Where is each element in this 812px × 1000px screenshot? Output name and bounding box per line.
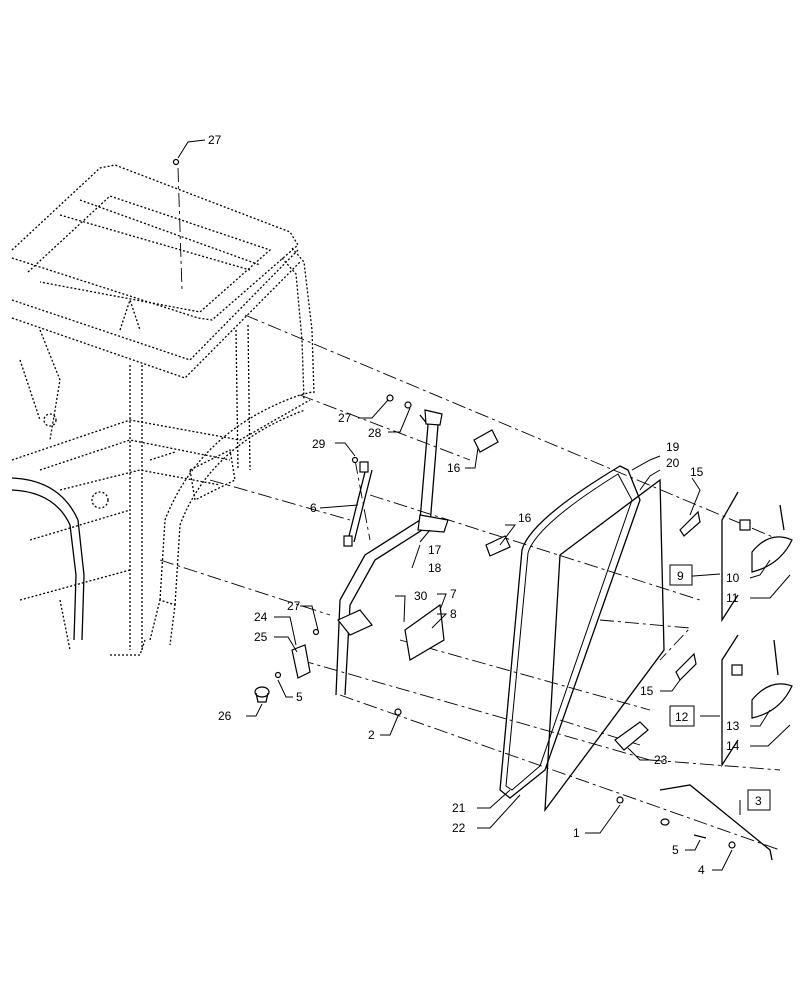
hinge-bracket-24-25 xyxy=(291,644,311,679)
pad-15-upper xyxy=(679,510,701,537)
callout-20: 20 xyxy=(666,456,680,470)
assembly-center-lines xyxy=(159,167,781,851)
callout-29: 29 xyxy=(312,437,326,451)
door-rod-assembly xyxy=(335,409,449,696)
callout-box-3 xyxy=(747,789,771,811)
callout-5-right: 5 xyxy=(672,843,679,857)
callout-7: 7 xyxy=(450,587,457,601)
fasteners xyxy=(172,158,412,716)
callout-28: 28 xyxy=(368,426,382,440)
handle-assembly-12 xyxy=(721,634,793,768)
callout-13: 13 xyxy=(726,719,740,733)
callout-box-9 xyxy=(669,564,693,586)
callout-14: 14 xyxy=(726,739,740,753)
callout-2: 2 xyxy=(368,728,375,742)
leader-lines xyxy=(177,139,791,871)
callout-17: 17 xyxy=(428,543,442,557)
callout-27-mid: 27 xyxy=(338,411,352,425)
bracket-part-16-lower xyxy=(485,535,511,557)
callout-box-12 xyxy=(669,705,695,727)
callout-9: 9 xyxy=(677,569,684,583)
callout-16-upper: 16 xyxy=(447,461,461,475)
callout-27-top: 27 xyxy=(208,133,222,147)
callout-4: 4 xyxy=(698,863,705,877)
callout-22: 22 xyxy=(452,821,466,835)
callout-6: 6 xyxy=(310,501,317,515)
door-glass-seal xyxy=(499,465,641,799)
handle-assembly-9 xyxy=(721,491,793,623)
knob-26 xyxy=(254,686,270,703)
callout-3: 3 xyxy=(755,794,762,808)
callout-19: 19 xyxy=(666,440,680,454)
callout-labels: 27 27 28 29 6 16 16 19 20 15 17 18 9 10 … xyxy=(208,133,762,877)
callout-23: 23 xyxy=(654,753,668,767)
callout-26: 26 xyxy=(218,709,232,723)
callout-16-lower: 16 xyxy=(518,511,532,525)
callout-30: 30 xyxy=(414,589,428,603)
callout-11: 11 xyxy=(726,591,739,605)
callout-21: 21 xyxy=(452,801,466,815)
handle-23 xyxy=(614,721,649,751)
callout-18: 18 xyxy=(428,561,442,575)
callout-15-upper: 15 xyxy=(690,465,704,479)
latch-bracket-7-8 xyxy=(404,603,445,661)
callout-24: 24 xyxy=(254,610,268,624)
cab-frame xyxy=(11,164,315,656)
callout-8: 8 xyxy=(450,607,457,621)
callout-15-lower: 15 xyxy=(640,684,654,698)
pad-15-lower xyxy=(675,652,697,682)
callout-10: 10 xyxy=(726,571,740,585)
callout-27-lower: 27 xyxy=(287,599,301,613)
gas-strut xyxy=(343,461,373,547)
hardware-stack-3 xyxy=(616,784,773,861)
callout-5-left: 5 xyxy=(296,690,303,704)
callout-1: 1 xyxy=(573,826,580,840)
door-glass xyxy=(544,478,665,813)
callout-25: 25 xyxy=(254,630,268,644)
callout-12: 12 xyxy=(675,710,689,724)
